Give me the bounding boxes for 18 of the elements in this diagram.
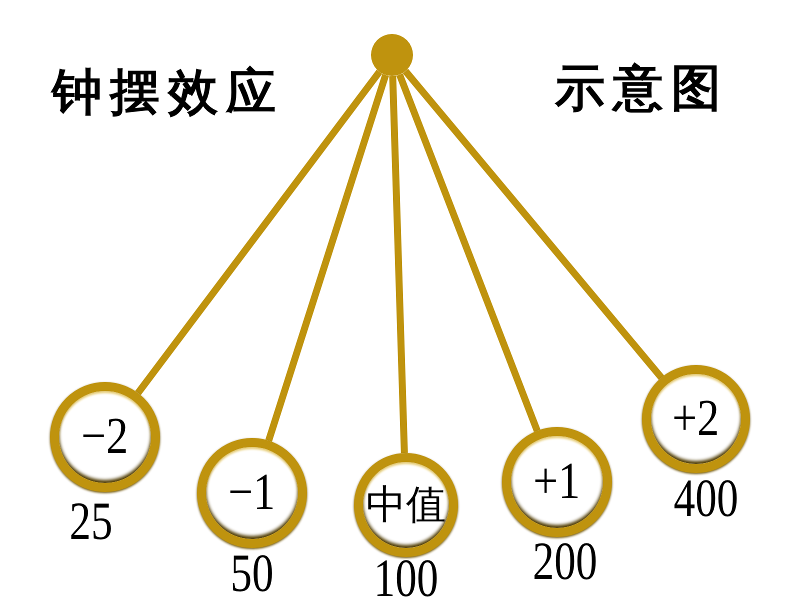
- circle-node: −2: [50, 382, 160, 492]
- value-label: 400: [674, 478, 738, 518]
- circle-node: −1: [197, 438, 307, 548]
- circle-node: +1: [502, 427, 612, 537]
- pendulum-string: [402, 68, 664, 380]
- circle-node: 中值: [354, 453, 458, 557]
- heading-text: 钟摆效应: [52, 64, 284, 120]
- heading-text: 示意图: [555, 60, 729, 116]
- value-label: 50: [230, 553, 274, 593]
- pendulum-string: [396, 73, 540, 432]
- value-label: 25: [69, 501, 113, 541]
- pivot-dot: [371, 34, 413, 76]
- pendulum-string: [389, 76, 408, 454]
- pendulum-string: [135, 70, 382, 396]
- pendulum-string: [265, 74, 389, 442]
- value-label: 100: [374, 558, 438, 598]
- value-label: 200: [532, 541, 598, 581]
- circle-node: +2: [642, 365, 750, 473]
